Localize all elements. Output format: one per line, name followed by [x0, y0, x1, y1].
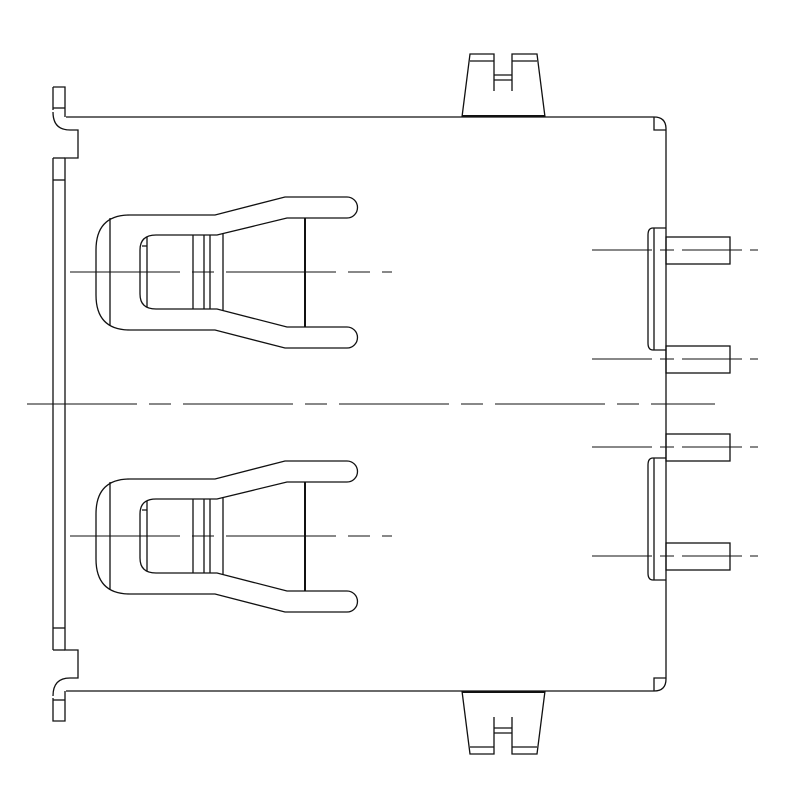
right-flange-lower	[647, 457, 666, 581]
contact-lower	[69, 460, 393, 613]
contact-upper	[70, 196, 392, 349]
top-latch	[461, 53, 546, 118]
pins	[592, 236, 758, 571]
right-flange-upper	[647, 227, 666, 351]
bottom-latch	[461, 690, 546, 755]
